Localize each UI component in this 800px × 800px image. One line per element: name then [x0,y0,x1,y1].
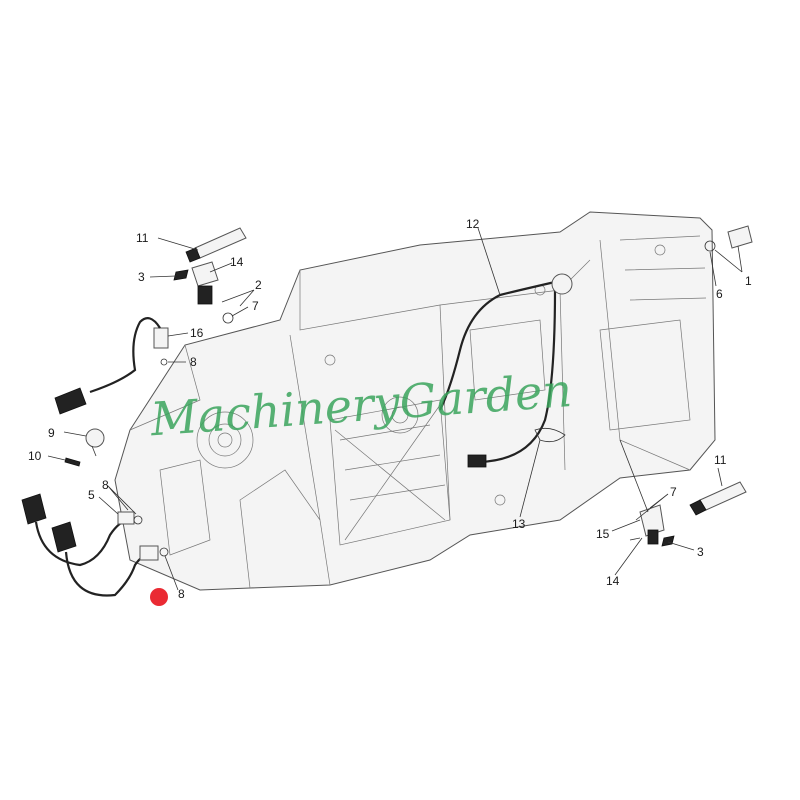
sensor-1 [704,225,753,252]
bracket-13 [534,427,566,443]
callout-labels: 11 14 3 2 7 16 8 9 10 8 5 8 12 13 1 6 11… [28,217,752,601]
sensor-15 [629,504,675,547]
callout-12: 12 [466,217,480,231]
leader-lines [47,227,743,591]
callout-10: 10 [28,449,42,463]
sensor-8-with-cable [51,521,169,597]
clip-9 [85,428,105,457]
callout-14-top: 14 [230,255,244,269]
callout-15: 15 [596,527,610,541]
sensor-part-14-top [173,261,219,305]
callout-14-right: 14 [606,574,620,588]
sensor-16-with-cable [54,317,169,415]
callout-16: 16 [190,326,204,340]
callout-6: 6 [716,287,723,301]
callout-5: 5 [88,488,95,502]
callout-8-mid: 8 [102,478,109,492]
callout-7-top: 7 [252,299,259,313]
transmission-housing [114,211,716,591]
callout-3-top: 3 [138,270,145,284]
callout-11-right: 11 [714,453,727,467]
bolt-10 [64,457,81,467]
callout-8-upper: 8 [190,355,197,369]
callout-9: 9 [48,426,55,440]
sensor-5-with-cable [21,493,143,567]
o-ring-7-top [222,312,234,324]
harness-12 [439,273,573,468]
callout-7-right: 7 [670,485,677,499]
sensor-part-11-top [185,227,247,263]
callout-1: 1 [745,274,752,288]
red-dot-marker [150,588,168,606]
callout-3-right: 3 [697,545,704,559]
callout-11-top: 11 [136,231,149,245]
sensor-part-11-right [689,481,747,516]
callout-8-lower: 8 [178,587,185,601]
callout-13: 13 [512,517,526,531]
callout-2: 2 [255,278,262,292]
